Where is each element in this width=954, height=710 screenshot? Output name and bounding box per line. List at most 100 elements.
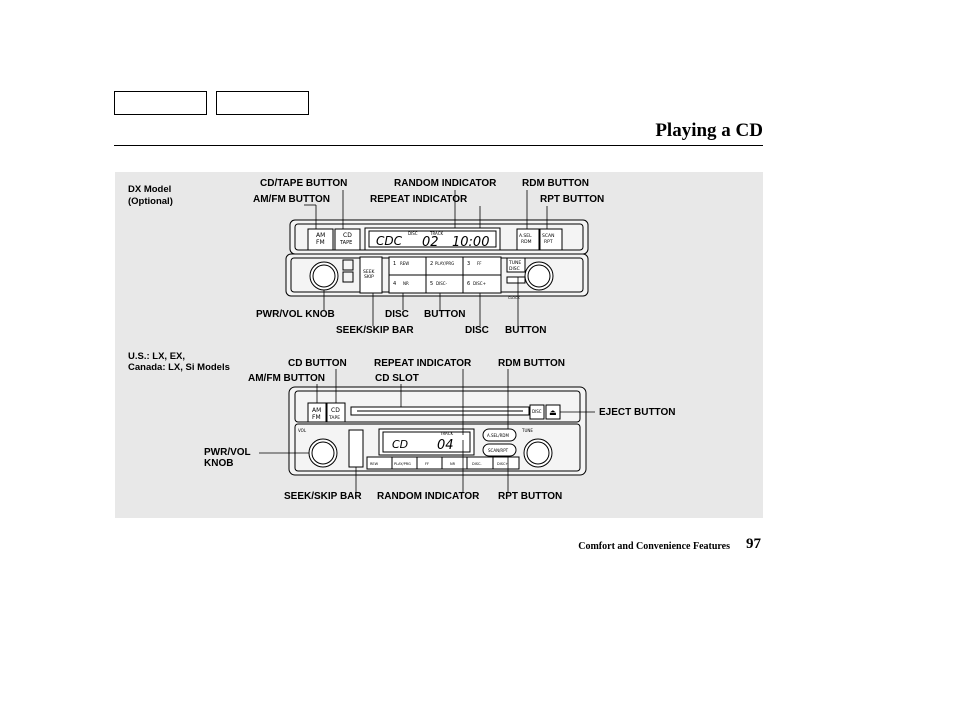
dx-leaders	[304, 190, 548, 326]
dx-repeat-indicator-label: REPEAT INDICATOR	[370, 194, 468, 205]
us-display	[378, 428, 475, 456]
dx-fm-text: FM	[316, 239, 325, 246]
dx-rdm-button	[516, 228, 540, 251]
us-vol-text: VOL	[298, 428, 307, 433]
us-am-text: AM	[312, 407, 321, 414]
dx-preset-4-sub: NR	[403, 281, 409, 286]
dx-a-sel-text: A.SEL	[519, 233, 532, 239]
dx-random-indicator-label: RANDOM INDICATOR	[394, 178, 497, 189]
us-cd-button-label: CD BUTTON	[288, 358, 347, 369]
dx-display-mode: CDC	[376, 234, 403, 248]
dx-cd-tape-button	[334, 228, 361, 251]
us-preset-3-sub: FF	[425, 462, 429, 466]
us-rdm-button-label: RDM BUTTON	[498, 358, 566, 369]
dx-model-label: DX Model	[128, 184, 172, 195]
dx-skip-text: SKIP	[364, 274, 374, 280]
us-pwr-vol-knob	[308, 438, 338, 468]
us-cd-text: CD	[331, 407, 340, 414]
us-rpt-button	[482, 443, 517, 457]
dx-rdm-button-label: RDM BUTTON	[522, 178, 590, 189]
us-random-indicator-label: RANDOM INDICATOR	[377, 491, 480, 502]
dx-pwr-vol-knob-label: PWR/VOL KNOB	[256, 309, 335, 320]
dx-preset-3-sub: FF	[477, 261, 482, 266]
us-preset-2-sub: PLAY/PRG	[394, 462, 411, 466]
us-seek-skip-bar	[348, 429, 364, 468]
us-disc-text: DISC	[532, 409, 542, 414]
dx-button-label-2: BUTTON	[505, 325, 547, 336]
dx-display-track: 02	[422, 235, 439, 250]
nav-tab-1[interactable]	[114, 91, 207, 115]
us-fm-text: FM	[312, 414, 321, 421]
us-tape-text: TAPE	[328, 415, 340, 421]
page-title: Playing a CD	[655, 120, 763, 141]
us-leaders	[259, 369, 595, 492]
us-model-canada: Canada: LX, Si Models	[128, 362, 230, 373]
dx-preset-4: 4	[393, 281, 396, 287]
dx-preset-2: 2	[430, 261, 433, 267]
us-preset-4-sub: NR	[450, 462, 456, 466]
dx-seek-text: SEEK	[363, 269, 376, 275]
footer-section-title: Comfort and Convenience Features	[578, 541, 730, 552]
dx-rpt-button-label: RPT BUTTON	[540, 194, 605, 205]
us-cd-slot-label: CD SLOT	[375, 373, 419, 384]
us-pwr-vol-label: PWR/VOL	[204, 447, 251, 458]
dx-disc-key-text: DISC	[509, 266, 520, 272]
us-seek-skip-bar-label: SEEK/SKIP BAR	[284, 491, 362, 502]
dx-button-label-1: BUTTON	[424, 309, 466, 320]
us-am-fm-button-label: AM/FM BUTTON	[248, 373, 326, 384]
us-preset-1-sub: REW	[370, 462, 379, 466]
dx-display-time: 10:00	[452, 235, 489, 250]
dx-tape-text: TAPE	[339, 240, 352, 246]
us-track-small: TRACK	[439, 431, 454, 436]
dx-preset-5-sub: DISC-	[436, 281, 448, 286]
us-radio-text: AM FM CD TAPE DISC ⏏ CD TRACK 04 A.SEL/R…	[298, 407, 557, 466]
dx-radio	[285, 219, 589, 297]
us-preset-6-sub: DISC+	[497, 462, 508, 466]
us-tune-text: TUNE	[521, 428, 533, 433]
us-eject-button-label: EJECT BUTTON	[599, 407, 676, 418]
dx-tune-text: TUNE	[508, 260, 521, 266]
dx-cd-tape-button-label: CD/TAPE BUTTON	[260, 178, 348, 189]
dx-preset-3: 3	[467, 261, 470, 267]
dx-am-fm-button-label: AM/FM BUTTON	[253, 194, 331, 205]
us-rdm-button	[482, 428, 517, 442]
us-knob-label: KNOB	[204, 458, 234, 469]
us-rpt-button-label: RPT BUTTON	[498, 491, 563, 502]
dx-disc-small: DISC	[408, 231, 418, 236]
us-model-label: U.S.: LX, EX,	[128, 351, 186, 362]
dx-disc-label-2: DISC	[465, 325, 489, 336]
dx-radio-text: AM FM CD TAPE CDC DISC TRACK 02 10:00 A.…	[316, 231, 554, 300]
dx-model-optional: (Optional)	[128, 196, 173, 207]
page-number: 97	[746, 536, 761, 552]
dx-rpt-button	[539, 228, 563, 251]
nav-tab-2[interactable]	[216, 91, 309, 115]
dx-preset-6: 6	[467, 281, 470, 287]
dx-track-small: TRACK	[429, 231, 444, 236]
radio-illustrations: AM FM CD TAPE CDC DISC TRACK 02 10:00 A.…	[259, 190, 595, 492]
dx-preset-2-sub: PLAY/PRG	[435, 261, 454, 266]
us-display-track: 04	[437, 438, 454, 453]
dx-preset-1-sub: REW	[400, 261, 409, 266]
dx-display	[364, 227, 501, 251]
us-eject-icon: ⏏	[549, 408, 557, 417]
dx-rpt-text: RPT	[544, 239, 553, 245]
dx-rdm-text: RDM	[521, 239, 532, 245]
us-display-mode: CD	[392, 438, 408, 451]
us-preset-5-sub: DISC-	[472, 462, 482, 466]
us-repeat-indicator-label: REPEAT INDICATOR	[374, 358, 472, 369]
dx-pwr-vol-knob	[309, 261, 339, 291]
dx-cd-text: CD	[343, 232, 352, 239]
dx-preset-1: 1	[393, 261, 396, 267]
title-rule	[114, 145, 763, 146]
dx-preset-6-sub: DISC+	[473, 281, 486, 286]
dx-disc-label-1: DISC	[385, 309, 409, 320]
dx-preset-5: 5	[430, 281, 433, 287]
dx-am-fm-button	[307, 228, 334, 251]
us-a-sel-rdm-text: A.SEL/RDM	[487, 433, 509, 438]
dx-am-text: AM	[316, 232, 325, 239]
dx-seek-skip-bar	[359, 256, 383, 294]
dx-clock-text: CLOCK	[508, 296, 520, 300]
dx-scan-text: SCAN	[542, 233, 554, 239]
us-scan-rpt-text: SCAN/RPT	[488, 448, 509, 453]
us-radio	[288, 386, 587, 476]
